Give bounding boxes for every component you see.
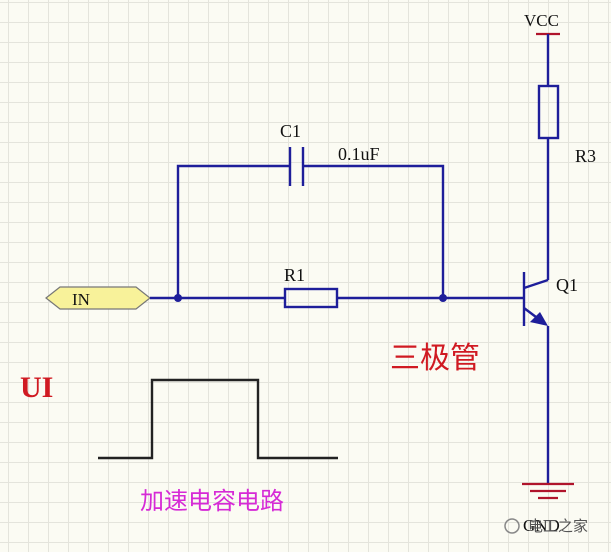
gnd-symbol: GND xyxy=(522,482,574,535)
r3-label: R3 xyxy=(575,146,596,166)
c1-label: C1 xyxy=(280,121,301,141)
input-port-in[interactable]: IN xyxy=(45,286,151,310)
gnd-label: GND xyxy=(523,516,560,535)
watermark-text: 电工之家 xyxy=(528,517,588,535)
wechat-icon xyxy=(504,518,520,534)
in-label: IN xyxy=(72,290,90,309)
c1-value: 0.1uF xyxy=(338,144,380,164)
capacitor-c1[interactable]: C1 0.1uF xyxy=(280,121,380,186)
signal-label: UI xyxy=(20,371,53,404)
resistor-r1[interactable]: R1 xyxy=(283,265,339,309)
emitter-arrow-icon xyxy=(530,312,548,326)
watermark: 电工之家 xyxy=(504,517,588,535)
vcc-label: VCC xyxy=(524,11,559,30)
transistor-q1[interactable]: Q1 xyxy=(522,272,578,326)
r1-label: R1 xyxy=(284,265,305,285)
cap-right-wire xyxy=(303,164,445,298)
q1-label: Q1 xyxy=(556,275,578,295)
pulse-waveform xyxy=(98,378,338,460)
circuit-caption: 加速电容电路 xyxy=(140,487,284,515)
transistor-note: 三极管 xyxy=(390,341,480,376)
cap-left-wire xyxy=(176,164,290,298)
vcc-symbol: VCC xyxy=(524,11,560,86)
